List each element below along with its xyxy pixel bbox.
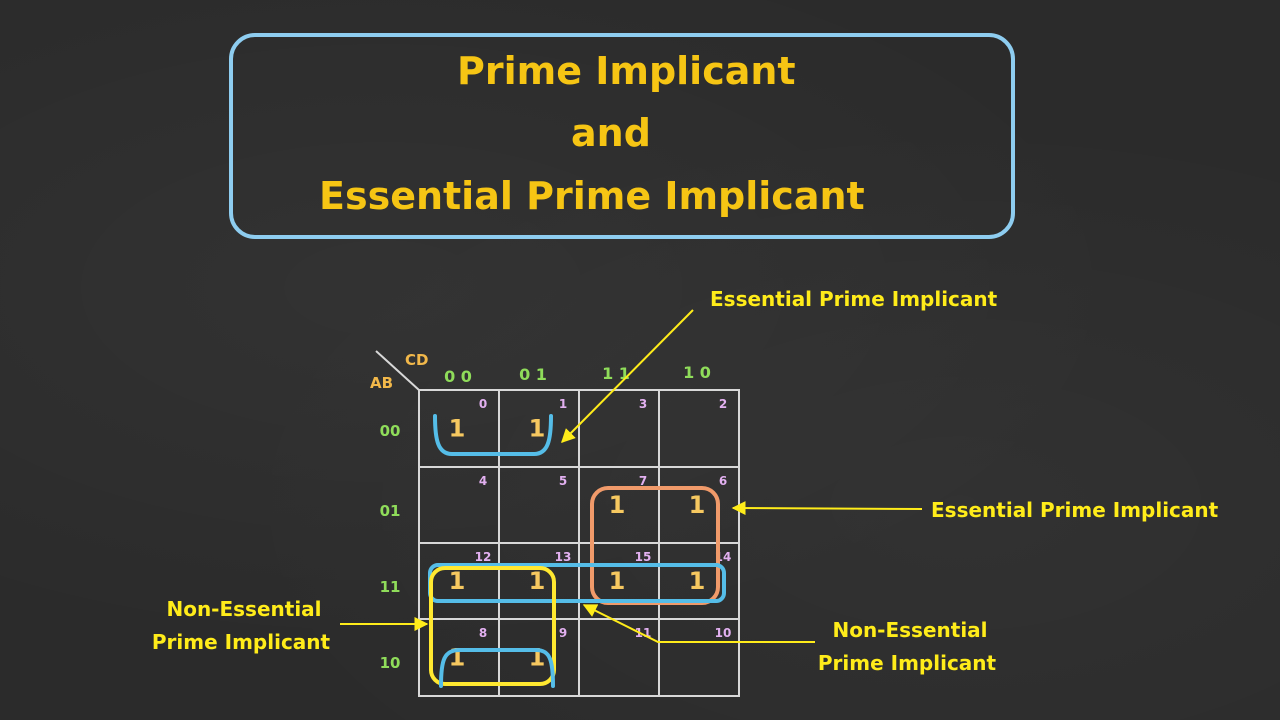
label-epi-right: Essential Prime Implicant	[931, 498, 1219, 522]
col-header-00: 0 0	[444, 367, 472, 386]
col-header-11: 1 1	[602, 364, 630, 383]
cell-index: 3	[639, 397, 647, 411]
cell-index: 15	[635, 550, 652, 564]
cell-index: 4	[479, 474, 487, 488]
cell-value: 1	[529, 567, 546, 595]
col-header-10: 1 0	[683, 363, 711, 382]
group-row-11	[428, 563, 726, 603]
row-header-11: 11	[380, 578, 401, 596]
cell-value: 1	[689, 491, 706, 519]
title-box	[229, 33, 1015, 239]
row-header-01: 01	[380, 502, 401, 520]
col-var-label: CD	[405, 351, 428, 369]
kmap-grid	[418, 389, 740, 697]
cell-index: 2	[719, 397, 727, 411]
label-nepi-right-2: Prime Implicant	[818, 651, 997, 675]
label-epi-top: Essential Prime Implicant	[710, 287, 998, 311]
cell-index: 0	[479, 397, 487, 411]
group-bottom-pair	[439, 648, 555, 688]
col-header-01: 0 1	[519, 365, 547, 384]
cell-index: 8	[479, 626, 487, 640]
cell-value: 1	[609, 491, 626, 519]
cell-index: 5	[559, 474, 567, 488]
cell-index: 12	[475, 550, 492, 564]
cell-value: 1	[449, 567, 466, 595]
cell-value: 1	[529, 415, 546, 443]
arrow-epi-top	[561, 309, 694, 443]
cell-value: 1	[449, 415, 466, 443]
kmap-diagonal	[375, 350, 420, 391]
title-line-1: Prime Implicant	[457, 49, 796, 93]
group-top-pair	[433, 414, 553, 456]
cell-index: 9	[559, 626, 567, 640]
label-nepi-left-1: Non-Essential	[166, 597, 321, 621]
cell-index: 6	[719, 474, 727, 488]
title-line-2: and	[571, 111, 651, 155]
group-nonessential-left	[429, 566, 556, 686]
cell-value: 1	[689, 567, 706, 595]
cell-index: 1	[559, 397, 567, 411]
cell-value: 1	[529, 644, 546, 672]
row-var-label: AB	[370, 374, 393, 392]
arrow-epi-right	[731, 501, 923, 516]
row-header-00: 00	[380, 422, 401, 440]
annotation-arrows	[340, 309, 923, 643]
arrow-nepi-right	[582, 604, 815, 643]
cell-index: 10	[715, 626, 732, 640]
cell-value: 1	[449, 644, 466, 672]
label-nepi-left-2: Prime Implicant	[152, 630, 331, 654]
label-nepi-right-1: Non-Essential	[832, 618, 987, 642]
cell-value: 1	[609, 567, 626, 595]
row-header-10: 10	[380, 654, 401, 672]
cell-index: 7	[639, 474, 647, 488]
title-line-3: Essential Prime Implicant	[319, 174, 865, 218]
cell-index: 13	[555, 550, 572, 564]
